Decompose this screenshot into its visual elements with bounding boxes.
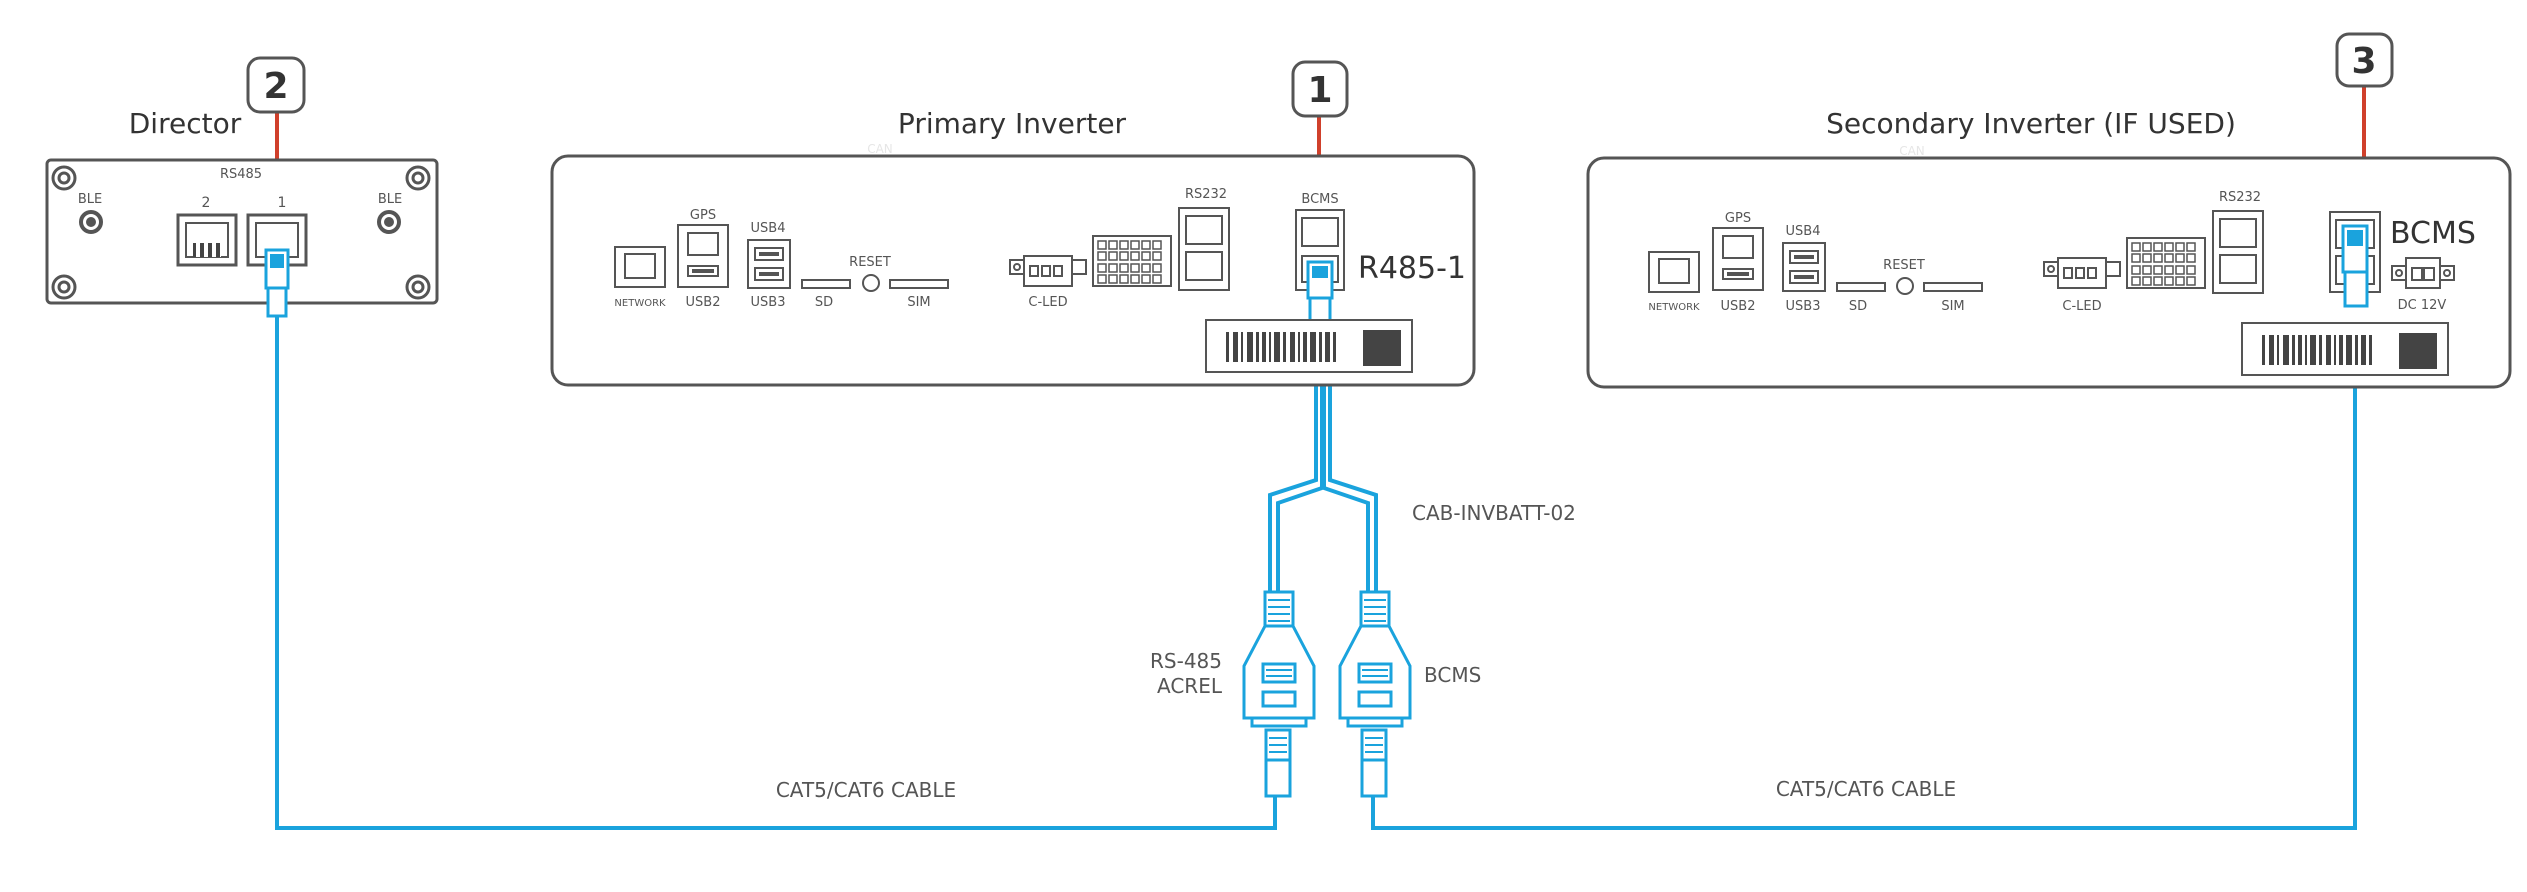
primary-sd-label: SD (815, 295, 833, 310)
secondary-reset-label: RESET (1883, 258, 1925, 273)
secondary-network-port (1648, 251, 1700, 293)
primary-can-label: CAN (867, 142, 893, 156)
secondary-gps-usb2-port (1712, 227, 1764, 291)
secondary-network-label: NETWORK (1648, 302, 1700, 313)
secondary-bcms-label: BCMS (2390, 216, 2476, 251)
director-ble-left-label: BLE (78, 192, 102, 207)
secondary-rs232-port (2212, 210, 2264, 294)
secondary-rs232-label: RS232 (2219, 190, 2261, 205)
secondary-reset-button (1896, 277, 1914, 295)
primary-cled-connector (1009, 255, 1087, 287)
secondary-bcms-plug (2341, 224, 2369, 308)
primary-usb4-label: USB4 (751, 221, 786, 236)
secondary-sd-slot (1836, 282, 1886, 292)
primary-gps-label: GPS (690, 208, 716, 223)
callout-3-box (2335, 32, 2394, 88)
secondary-gps-label: GPS (1725, 211, 1751, 226)
director-rj45-port-2 (176, 213, 238, 267)
secondary-terminal-block (2126, 237, 2206, 289)
director-port-2-label: 2 (202, 195, 211, 211)
director-panel (45, 158, 439, 305)
director-screws (51, 165, 431, 300)
secondary-inverter-device: Secondary Inverter (IF USED) CAN NETWORK… (1586, 107, 2512, 389)
primary-usb2-label: USB2 (686, 295, 721, 310)
secondary-dc-connector (2391, 257, 2455, 289)
primary-network-port (614, 246, 666, 288)
primary-usb-stack-port (747, 239, 791, 289)
primary-terminal-block (1092, 235, 1172, 287)
primary-usb3-label: USB3 (751, 295, 786, 310)
primary-reset-button (862, 274, 880, 292)
primary-inverter-title: Primary Inverter (898, 107, 1127, 140)
secondary-can-label: CAN (1899, 144, 1925, 158)
secondary-sd-label: SD (1849, 299, 1867, 314)
director-port-1-label: 1 (278, 195, 287, 211)
splitter-left-label-line2: ACREL (1157, 674, 1223, 698)
director-rs485-label: RS485 (220, 167, 262, 182)
splitter-adapter-bcms (1338, 590, 1412, 798)
secondary-sim-slot (1923, 282, 1983, 292)
primary-bcms-label: BCMS (1301, 192, 1338, 207)
cable-right (1371, 305, 2357, 830)
callout-3-number: 3 (2351, 41, 2376, 82)
primary-sim-slot (889, 279, 949, 289)
splitter-cable-outer (1268, 345, 1378, 592)
secondary-barcode-label (2241, 322, 2449, 376)
primary-rs232-label: RS232 (1185, 187, 1227, 202)
primary-sd-slot (801, 279, 851, 289)
primary-network-label: NETWORK (614, 298, 666, 309)
callout-3: 3 (2335, 32, 2394, 228)
splitter-adapter-rs485 (1242, 590, 1316, 798)
secondary-cled-label: C-LED (2062, 299, 2101, 314)
director-rj45-plug (264, 248, 290, 318)
secondary-dc-label: DC 12V (2398, 298, 2447, 313)
splitter-right-label: BCMS (1424, 663, 1481, 687)
primary-barcode-label (1205, 319, 1413, 373)
secondary-usb-stack-port (1782, 242, 1826, 292)
primary-reset-label: RESET (849, 255, 891, 270)
primary-sim-label: SIM (907, 295, 930, 310)
splitter-cable-name: CAB-INVBATT-02 (1412, 501, 1576, 525)
callout-1-number: 1 (1307, 70, 1332, 111)
secondary-usb3-label: USB3 (1786, 299, 1821, 314)
cable-left (275, 315, 1277, 830)
cable-runs (275, 305, 2357, 830)
primary-cled-label: C-LED (1028, 295, 1067, 310)
primary-gps-usb2-port (677, 224, 729, 288)
cable-right-label: CAT5/CAT6 CABLE (1776, 777, 1956, 801)
primary-r485-port-label: R485-1 (1358, 251, 1466, 286)
director-device: Director RS485 BLE BLE 2 1 (45, 107, 439, 318)
secondary-inverter-title: Secondary Inverter (IF USED) (1826, 107, 2236, 140)
cable-left-label: CAT5/CAT6 CABLE (776, 778, 956, 802)
ble-antenna-right-icon (377, 210, 401, 234)
primary-rs232-port (1178, 207, 1230, 291)
callout-2-box (246, 56, 306, 114)
callout-2-number: 2 (263, 66, 288, 107)
secondary-cled-connector (2043, 257, 2121, 289)
secondary-sim-label: SIM (1941, 299, 1964, 314)
ble-antenna-left-icon (79, 210, 103, 234)
secondary-usb4-label: USB4 (1786, 224, 1821, 239)
director-ble-right-label: BLE (378, 192, 402, 207)
secondary-usb2-label: USB2 (1721, 299, 1756, 314)
splitter-cable-inner (1276, 345, 1370, 592)
director-title: Director (129, 107, 242, 140)
splitter-left-label-line1: RS-485 (1150, 649, 1222, 673)
callout-1-box (1291, 60, 1349, 118)
primary-inverter-device: Primary Inverter CAN NETWORK GPS USB2 US… (550, 107, 1476, 387)
